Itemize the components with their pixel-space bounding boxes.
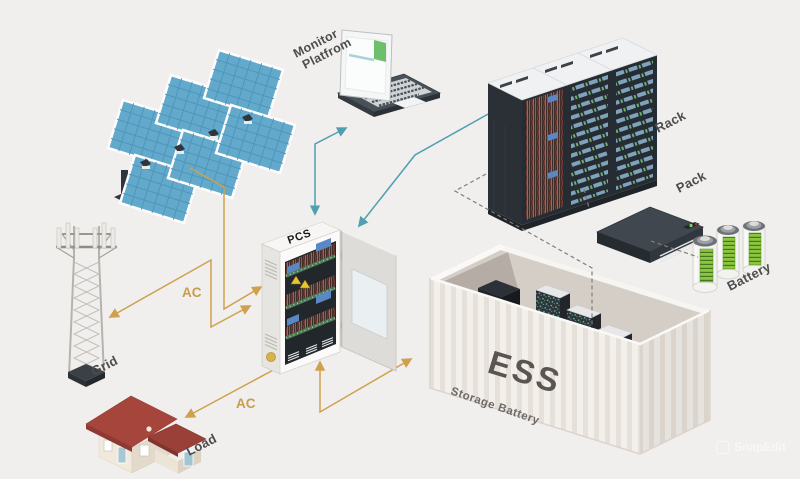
arrow-solar-to-pcs (189, 167, 263, 311)
arrow-rack-to-pcs (357, 112, 491, 228)
pcs-cabinet: PCS (260, 221, 397, 375)
link-rack-to-pack (583, 188, 590, 209)
ac-label-load: AC (236, 396, 256, 411)
power-arrows (108, 167, 413, 418)
ess-container: ESS (429, 244, 711, 455)
signal-arrows (309, 112, 491, 228)
link-pack-to-battery (650, 240, 699, 258)
solar-array (106, 48, 297, 225)
arrow-grid-pcs (108, 258, 252, 329)
rack (486, 37, 659, 231)
grid-tower (55, 222, 118, 387)
pack-label: Pack (674, 168, 709, 196)
watermark-icon (716, 440, 729, 454)
load-house (85, 395, 207, 474)
monitor-platform-laptop (336, 29, 442, 117)
link-rack-to-ess (453, 173, 593, 328)
arrow-pcs-ess (314, 358, 413, 414)
arrow-monitor-pcs (309, 127, 348, 216)
ac-label-grid: AC (182, 285, 202, 300)
watermark-text: SnapEdit (734, 440, 787, 454)
composition-links (453, 173, 699, 328)
battery-cells (692, 221, 766, 293)
rack-label: Rack (653, 107, 689, 135)
pack (595, 206, 705, 264)
watermark: SnapEdit (716, 440, 786, 454)
arrow-pcs-to-load (184, 367, 278, 418)
